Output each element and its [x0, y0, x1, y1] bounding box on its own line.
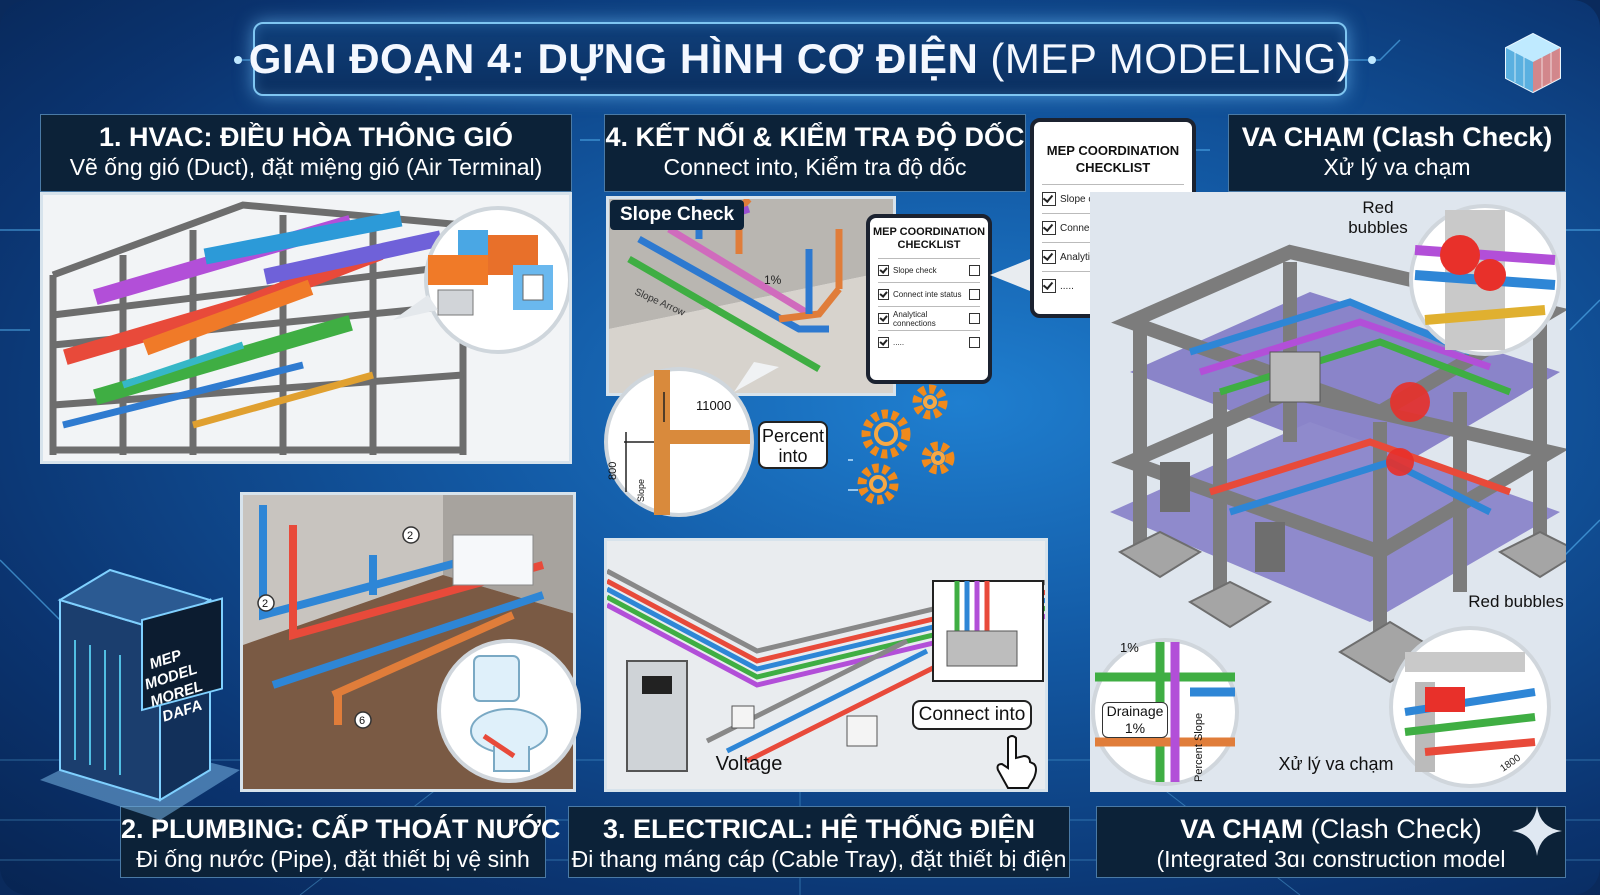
clash-top-header: VA CHẠM (Clash Check) Xử lý va chạm	[1228, 114, 1566, 192]
red-bubbles-top-label: Red bubbles	[1348, 198, 1408, 237]
hvac-heading: 1. HVAC: ĐIỀU HÒA THÔNG GIÓ	[98, 122, 514, 152]
electrical-header: 3. ELECTRICAL: HỆ THỐNG ĐIỆN Đi thang má…	[568, 806, 1070, 878]
cube-logo-icon	[1505, 32, 1561, 94]
clash-bottom-subheading: (Integrated 3ɑı construction model	[1156, 846, 1506, 872]
pct-label: 1%	[1120, 640, 1139, 655]
hvac-header: 1. HVAC: ĐIỀU HÒA THÔNG GIÓ Vẽ ống gió (…	[40, 114, 572, 192]
checkbox-checked[interactable]	[1042, 279, 1056, 293]
marker-6: 6	[359, 715, 365, 727]
page-title: GIAI ĐOẠN 4: DỰNG HÌNH CƠ ĐIỆN (MEP MODE…	[249, 22, 1351, 96]
plumbing-illustration: 2 2 6	[240, 492, 576, 792]
checklist-row: Analytical connections	[878, 306, 980, 330]
gears-icon	[848, 384, 955, 505]
checkbox-checked[interactable]	[878, 337, 889, 348]
checkbox-empty[interactable]	[969, 289, 980, 300]
slope-illustration: 1% Slope Arrow	[606, 196, 896, 396]
electrical-heading: 3. ELECTRICAL: HỆ THỐNG ĐIỆN	[602, 814, 1035, 844]
checkbox-checked[interactable]	[878, 289, 889, 300]
checklist-item-label: Slope check	[893, 266, 937, 275]
connect-into-label: Connect into	[912, 700, 1032, 730]
clash-top-magnifier	[1409, 204, 1561, 356]
connect-header: 4. KẾT NỐI & KIỂM TRA ĐỘ DỐC Connect int…	[604, 114, 1026, 192]
slope-detail-magnifier: 11000 800 Slope	[604, 362, 779, 517]
checklist-large-title: MEP COORDINATION CHECKLIST	[1046, 143, 1180, 175]
checkbox-checked[interactable]	[1042, 221, 1056, 235]
sparkle-icon	[1512, 806, 1562, 856]
checklist-item-label: Slope check	[1060, 193, 1115, 205]
dim-slope: Slope	[636, 479, 646, 502]
voltage-label: Voltage	[715, 753, 783, 775]
connect-subheading: Connect into, Kiểm tra độ dốc	[663, 154, 967, 180]
checkbox-empty[interactable]	[969, 337, 980, 348]
clash-bottom-magnifier: 1800	[1389, 626, 1551, 788]
electrical-illustration	[604, 538, 1048, 792]
checklist-row: .....	[878, 330, 980, 354]
marker-2b: 2	[262, 598, 268, 610]
percent-into-label: Percent into	[758, 421, 828, 469]
slope-check-tag: Slope Check	[610, 200, 745, 230]
clash-bottom-header: VA CHẠM (Clash Check) (Integrated 3ɑı co…	[1096, 806, 1566, 878]
checklist-small-title: MEP COORDINATION CHECKLIST	[872, 226, 986, 251]
checklist-row: Connect inte status	[878, 282, 980, 306]
dim-11000: 11000	[696, 398, 731, 413]
clash-top-heading: VA CHẠM (Clash Check)	[1241, 122, 1553, 152]
red-bubbles-right-label: Red bubbles	[1468, 592, 1564, 611]
dim-800: 800	[607, 462, 619, 480]
checklist-item-label: .....	[893, 338, 905, 347]
checkbox-empty[interactable]	[969, 313, 980, 324]
server-icon	[40, 568, 240, 820]
plumbing-heading: 2. PLUMBING: CẤP THOÁT NƯỚC	[121, 814, 561, 844]
percent-slope-label: Percent Slope	[1193, 713, 1205, 782]
checklist-pointer	[990, 255, 1040, 295]
plumbing-header: 2. PLUMBING: CẤP THOÁT NƯỚC Đi ống nước …	[120, 806, 561, 878]
drainage-label: Drainage 1%	[1102, 702, 1168, 738]
hand-cursor-icon	[996, 735, 1037, 789]
checklist-item-label: Analytical connections	[893, 309, 936, 328]
hvac-illustration	[40, 192, 572, 464]
plumbing-subheading: Đi ống nước (Pipe), đặt thiết bị vệ sinh	[136, 846, 530, 872]
hvac-subheading: Vẽ ống gió (Duct), đặt miệng gió (Air Te…	[69, 154, 543, 180]
marker-2a: 2	[407, 530, 413, 542]
clash-top-subheading: Xử lý va chạm	[1323, 154, 1471, 180]
checkbox-checked[interactable]	[1042, 192, 1056, 206]
xu-ly-label: Xử lý va chạm	[1278, 754, 1394, 774]
clash-bottom-heading: VA CHẠM	[1180, 814, 1304, 844]
checkbox-checked[interactable]	[878, 265, 889, 276]
connect-heading: 4. KẾT NỐI & KIỂM TRA ĐỘ DỐC	[605, 122, 1025, 152]
checkbox-checked[interactable]	[878, 313, 889, 324]
checklist-row: Slope check	[878, 258, 980, 282]
slope-percent-label: 1%	[764, 273, 782, 287]
title-main: GIAI ĐOẠN 4: DỰNG HÌNH CƠ ĐIỆN	[248, 35, 979, 82]
electrical-subheading: Đi thang máng cáp (Cable Tray), đặt thiế…	[571, 846, 1067, 872]
clash-bottom-heading-paren: (Clash Check)	[1310, 814, 1482, 844]
checklist-item-label: .....	[1060, 280, 1074, 292]
checklist-item-label: Connect inte status	[893, 290, 962, 299]
toilet-magnifier	[437, 639, 581, 783]
title-paren: (MEP MODELING)	[990, 35, 1352, 82]
checkbox-empty[interactable]	[969, 265, 980, 276]
checkbox-checked[interactable]	[1042, 250, 1056, 264]
